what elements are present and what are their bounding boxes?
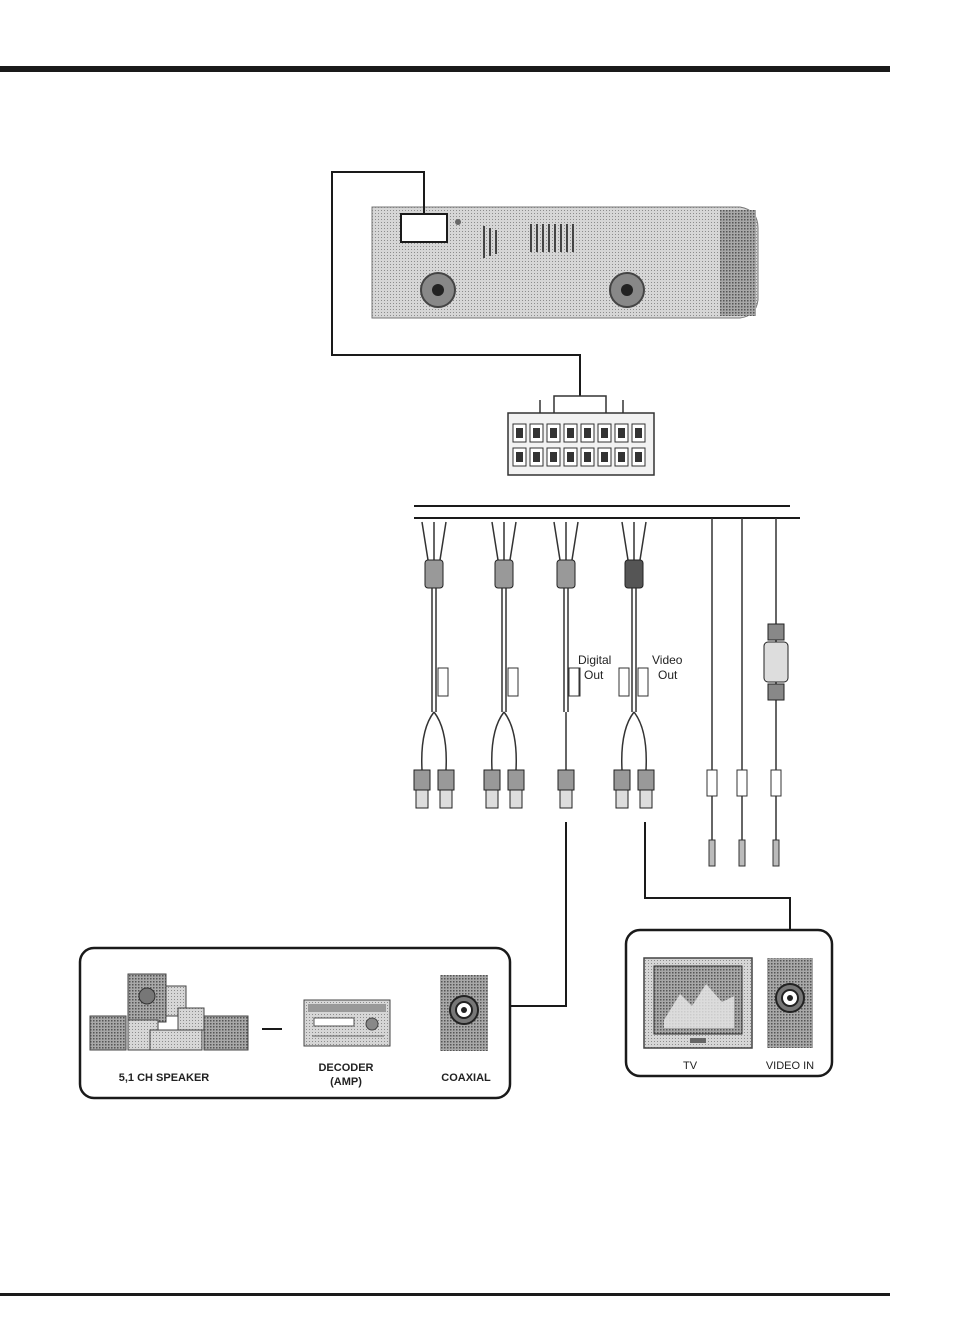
decoder-label-1: DECODER: [318, 1062, 373, 1074]
amplifier-decoder-icon: [304, 1000, 390, 1046]
video-out-label-2: Out: [658, 668, 678, 682]
video-out-label-1: Video: [652, 653, 683, 667]
head-unit-icon: [372, 207, 758, 318]
video-in-label: VIDEO IN: [766, 1060, 814, 1072]
television-icon: [644, 958, 752, 1048]
coaxial-jack-icon: [440, 975, 488, 1051]
rca-video-jack-icon: [767, 958, 813, 1048]
digital-out-label-1: Digital: [578, 653, 611, 667]
tv-label: TV: [683, 1060, 698, 1072]
wire-harness-connector-icon: [508, 396, 654, 475]
rca-cable-bundle: [414, 518, 788, 866]
coaxial-label: COAXIAL: [441, 1072, 491, 1084]
speaker-label: 5,1 CH SPEAKER: [119, 1072, 210, 1084]
decoder-label-2: (AMP): [330, 1076, 362, 1088]
digital-out-label-2: Out: [584, 668, 604, 682]
